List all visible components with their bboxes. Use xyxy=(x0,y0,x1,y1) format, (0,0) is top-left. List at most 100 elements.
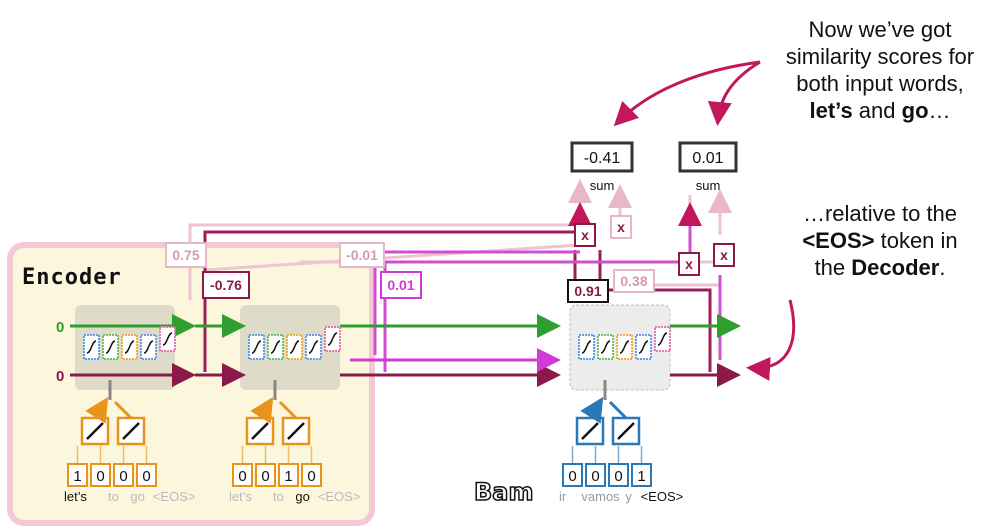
input-word: <EOS> xyxy=(641,489,684,504)
annotation-ellipsis: … xyxy=(928,98,951,123)
onehot-box: 0 xyxy=(255,446,276,487)
input-word: to xyxy=(273,489,284,504)
annotation-line-2: similarity scores for xyxy=(785,44,975,69)
onehot-box: 0 xyxy=(608,446,629,487)
svg-text:0.75: 0.75 xyxy=(172,247,199,263)
input-word: to xyxy=(108,489,119,504)
svg-text:0: 0 xyxy=(614,468,622,485)
annotation-line-4: let’s and go… xyxy=(760,97,997,124)
embedding-arrow xyxy=(278,400,298,420)
embedding-node xyxy=(80,416,110,446)
annotation-right-line-1: …relative to the xyxy=(802,201,958,226)
svg-text:0.38: 0.38 xyxy=(620,273,647,289)
embedding-arrow xyxy=(250,396,274,424)
lstm-gate xyxy=(248,334,265,360)
embedding-node xyxy=(281,416,311,446)
input-word: <EOS> xyxy=(318,489,361,504)
init-label-short: 0 xyxy=(56,319,64,336)
onehot-box: 1 xyxy=(67,446,88,487)
multiply-box-4: x xyxy=(713,243,735,267)
lstm-gate xyxy=(654,326,671,352)
input-word: y xyxy=(625,489,632,504)
value-box-m076: -0.76 xyxy=(202,271,250,299)
embedding-node xyxy=(116,416,146,446)
onehot-box: 0 xyxy=(301,446,322,487)
lstm-gate xyxy=(305,334,322,360)
svg-text:1: 1 xyxy=(637,468,645,485)
svg-text:0: 0 xyxy=(238,468,246,485)
input-word: ir xyxy=(559,489,567,504)
value-box-091: 0.91 xyxy=(567,279,609,303)
score-box-go: 0.01 xyxy=(678,141,738,173)
input-word: let’s xyxy=(229,489,252,504)
embedding-arrow xyxy=(113,400,133,420)
annotation-period: . xyxy=(939,255,946,280)
input-word: <EOS> xyxy=(153,489,196,504)
onehot-box: 0 xyxy=(585,446,606,487)
lstm-gates xyxy=(83,326,671,360)
annotation-bold-lets: let’s xyxy=(809,98,853,123)
lstm-gate xyxy=(324,326,341,352)
annotation-token-in: token in xyxy=(874,228,958,253)
svg-text:-0.76: -0.76 xyxy=(210,277,242,293)
annotation-the: the xyxy=(814,255,852,280)
embedding-arrow xyxy=(85,396,109,424)
annotation-relative: …relative to the <EOS> token in the Deco… xyxy=(780,200,980,281)
onehot-box: 0 xyxy=(113,446,134,487)
annotation-line-1: Now we’ve got xyxy=(808,17,952,42)
lstm-gate xyxy=(635,334,652,360)
multiply-box-2: x xyxy=(610,215,632,239)
svg-text:0: 0 xyxy=(261,468,269,485)
input-word: vamos xyxy=(581,489,620,504)
svg-text:x: x xyxy=(581,227,589,243)
multiply-box-3: x xyxy=(678,252,700,276)
svg-text:0.01: 0.01 xyxy=(387,277,414,293)
value-box-001: 0.01 xyxy=(380,271,422,299)
svg-text:0.91: 0.91 xyxy=(574,283,601,299)
embedding-node xyxy=(575,416,605,446)
annotation-bold-eos: <EOS> xyxy=(802,228,875,253)
onehot-box: 0 xyxy=(136,446,157,487)
init-label-long: 0 xyxy=(56,368,64,385)
annotation-bold-go: go xyxy=(901,98,929,123)
annotation-and: and xyxy=(852,98,902,123)
input-word: go xyxy=(130,489,144,504)
value-box-075: 0.75 xyxy=(165,242,207,268)
svg-text:0: 0 xyxy=(119,468,127,485)
embedding-arrow xyxy=(580,396,604,424)
lstm-gate xyxy=(159,326,176,352)
svg-text:0: 0 xyxy=(568,468,576,485)
sum-label-lets: sum xyxy=(590,178,615,193)
svg-text:0: 0 xyxy=(96,468,104,485)
svg-text:x: x xyxy=(720,247,728,263)
lstm-gate xyxy=(616,334,633,360)
multiply-box-1: x xyxy=(574,223,596,247)
svg-text:1: 1 xyxy=(73,468,81,485)
annotation-line-3: both input words, xyxy=(796,71,964,96)
svg-text:0.01: 0.01 xyxy=(692,150,723,167)
annotation-bold-decoder: Decoder xyxy=(851,255,940,280)
annotation-right-line-2: <EOS> token in xyxy=(780,227,980,254)
onehot-box: 0 xyxy=(562,446,583,487)
svg-text:x: x xyxy=(685,256,693,272)
onehot-box: 1 xyxy=(631,446,652,487)
onehot-box: 0 xyxy=(90,446,111,487)
svg-text:-0.41: -0.41 xyxy=(584,150,621,167)
lstm-gate xyxy=(121,334,138,360)
encoder-title: Encoder xyxy=(22,265,122,290)
svg-text:-0.01: -0.01 xyxy=(346,247,378,263)
lstm-gate xyxy=(597,334,614,360)
value-box-m001: -0.01 xyxy=(339,242,385,268)
annotation-similarity: Now we’ve got similarity scores for both… xyxy=(760,16,997,124)
svg-text:0: 0 xyxy=(142,468,150,485)
value-box-038: 0.38 xyxy=(613,269,655,293)
embedding-node xyxy=(245,416,275,446)
lstm-gate xyxy=(578,334,595,360)
bam-label: Bam xyxy=(473,477,534,507)
lstm-gate xyxy=(83,334,100,360)
sum-label-go: sum xyxy=(696,178,721,193)
svg-text:0: 0 xyxy=(307,468,315,485)
input-word: let’s xyxy=(64,489,87,504)
svg-text:1: 1 xyxy=(284,468,292,485)
